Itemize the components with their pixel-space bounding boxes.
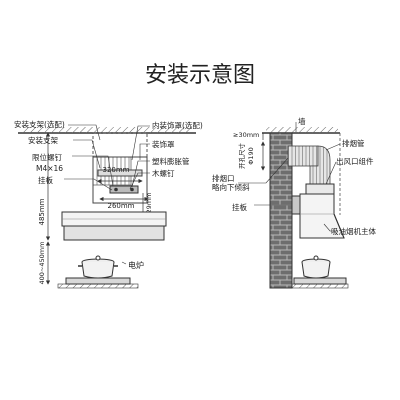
label-wood-screw: 木螺钉 bbox=[152, 168, 175, 178]
stove-base bbox=[57, 283, 139, 289]
exhaust-pipe-bend bbox=[309, 145, 331, 186]
label-stove: 电炉 bbox=[128, 260, 144, 270]
pot-knob bbox=[95, 255, 101, 261]
label-bracket-optional: 安装支架(选配) bbox=[14, 119, 65, 129]
hanging-plate-right bbox=[291, 195, 301, 215]
label-hanging-plate-left: 挂板 bbox=[38, 175, 53, 185]
label-bracket: 安装支架 bbox=[28, 135, 58, 145]
screw-right bbox=[130, 187, 134, 192]
dim-hole-size: 开孔尺寸 bbox=[237, 143, 246, 170]
outlet-assembly bbox=[305, 183, 335, 195]
label-inner-cover-optional: 内装饰罩(选配) bbox=[152, 120, 203, 130]
hood-slope-right bbox=[333, 213, 345, 239]
hanging-plate-left bbox=[109, 185, 139, 194]
pot-body-right bbox=[301, 261, 331, 279]
right-leaders bbox=[238, 122, 341, 232]
decorative-cover bbox=[92, 156, 148, 204]
hood-front-left bbox=[63, 225, 165, 241]
screw-left bbox=[114, 187, 118, 192]
label-cover: 装饰罩 bbox=[152, 139, 175, 149]
dim-320-text: 320mm bbox=[103, 166, 130, 174]
dim-29-text: 29mm bbox=[145, 193, 153, 214]
pot-body bbox=[81, 261, 115, 279]
left-diagram: 320mm 260mm 29mm 485mm 400~450mm bbox=[14, 119, 203, 289]
right-diagram: ≥30mm 开孔尺寸 Φ190 墙 排烟 bbox=[212, 116, 376, 289]
label-wall: 墙 bbox=[298, 116, 306, 126]
dim-260-text: 260mm bbox=[108, 202, 135, 210]
label-hood-body: 吸油烟机主体 bbox=[331, 226, 376, 236]
dim-400-text: 400~450mm bbox=[38, 242, 46, 285]
exhaust-pipe-horizontal bbox=[287, 145, 319, 167]
stove-base-right bbox=[291, 283, 349, 289]
bracket-optional bbox=[92, 132, 148, 158]
pot-knob-right bbox=[313, 255, 319, 261]
page-title: 安装示意图 bbox=[145, 63, 255, 88]
ceiling-hatch-right bbox=[266, 127, 338, 133]
ceiling-hatch bbox=[22, 127, 192, 133]
dim-top-gap-text: ≥30mm bbox=[233, 131, 259, 139]
stove-left bbox=[65, 277, 131, 285]
label-exhaust-pipe: 排烟管 bbox=[342, 138, 365, 148]
label-expansion-tube: 塑料膨胀管 bbox=[152, 156, 190, 166]
label-slope-down: 略向下倾斜 bbox=[212, 182, 250, 192]
stove-right bbox=[293, 277, 347, 285]
label-screw-spec: M4×16 bbox=[36, 164, 63, 173]
dim-485-text: 485mm bbox=[38, 198, 46, 225]
dim-hole-diameter: Φ190 bbox=[247, 147, 255, 165]
label-exhaust-port: 排烟口 bbox=[212, 173, 235, 183]
label-outlet-assembly: 出风口组件 bbox=[336, 156, 374, 166]
label-limit-screw: 限位螺钉 bbox=[32, 152, 62, 162]
label-hanging-plate-right: 挂板 bbox=[232, 202, 247, 212]
left-leaders bbox=[64, 124, 150, 265]
